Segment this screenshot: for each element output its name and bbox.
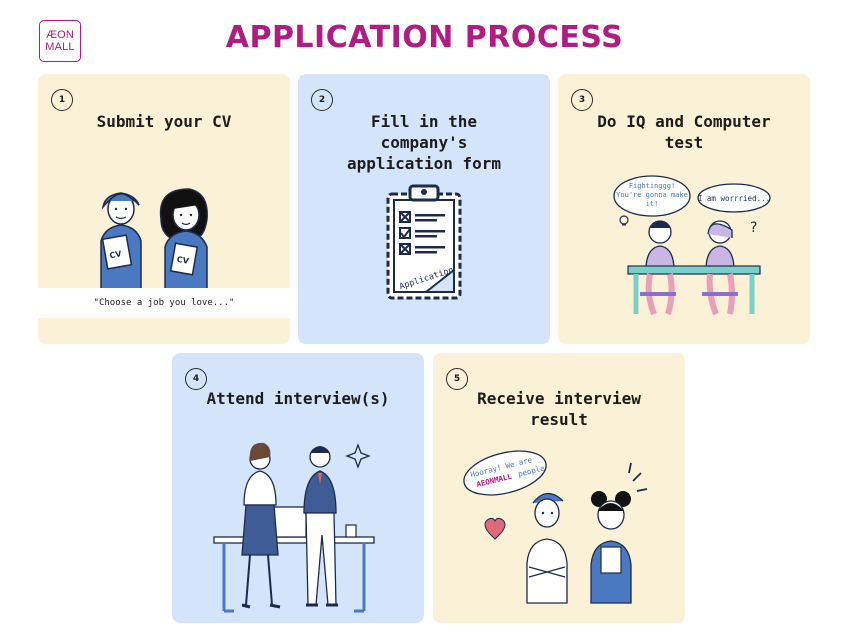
- page-title: APPLICATION PROCESS: [225, 20, 624, 55]
- aeon-mall-logo: ÆON MALL: [39, 20, 81, 62]
- cv-applicants-illustration: CV CV: [100, 188, 208, 289]
- sparkle-icon: [345, 443, 371, 469]
- lightbulb-icon: [619, 215, 629, 226]
- step-number-3: 3: [571, 89, 593, 111]
- step-number-4: 4: [185, 368, 207, 390]
- step-card-3: 3 Do IQ and Computer test Fightinggg!You…: [558, 74, 810, 344]
- step-card-4: 4 Attend interview(s): [172, 353, 424, 623]
- bubble-worried: I am worrried...: [698, 194, 770, 203]
- step-card-2: 2 Fill in the company's application form…: [298, 74, 550, 344]
- job-quote: "Choose a job you love...": [93, 298, 235, 308]
- step-title-1: Submit your CV: [96, 112, 232, 131]
- logo-line-1: ÆON: [45, 29, 75, 41]
- heart-icon: [484, 517, 506, 540]
- cv-badge-2: CV: [176, 255, 190, 266]
- quote-band: "Choose a job you love...": [38, 288, 290, 318]
- cv-badge-1: CV: [109, 249, 123, 260]
- step-title-2: Fill in the company's application form: [346, 112, 502, 173]
- question-icon: ?: [750, 220, 757, 236]
- clipboard-icon: Application: [386, 184, 462, 300]
- step-card-1: 1 Submit your CV CV CV "Choose a job you…: [38, 74, 290, 344]
- celebration-illustration: Hooray! We are AEONMALL people: [463, 450, 648, 604]
- step-number-2: 2: [311, 89, 333, 111]
- step-number-1: 1: [51, 89, 73, 111]
- step-title-5: Receive interview result: [477, 389, 641, 429]
- step-card-5: 5 Receive interview result Hooray! We ar…: [433, 353, 685, 623]
- interview-illustration: [213, 442, 375, 613]
- step-title-4: Attend interview(s): [206, 389, 390, 408]
- step-number-5: 5: [446, 368, 468, 390]
- step-title-3: Do IQ and Computer test: [597, 112, 771, 152]
- logo-line-2: MALL: [45, 41, 75, 53]
